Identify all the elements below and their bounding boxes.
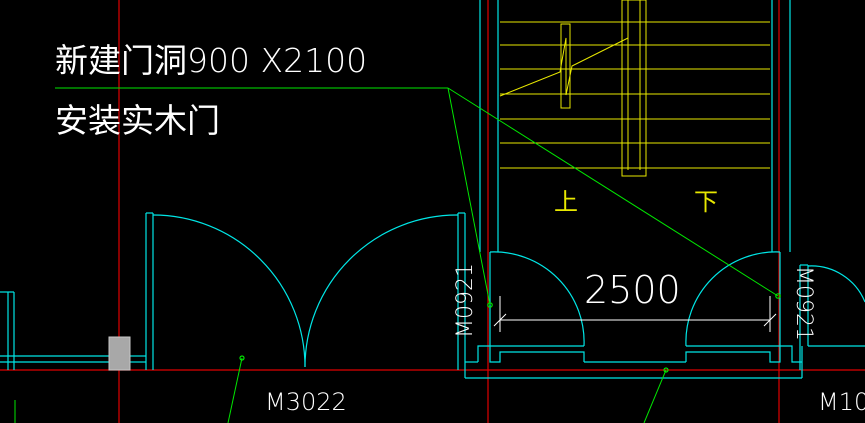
stair-center-handrail xyxy=(621,0,647,177)
walls xyxy=(0,0,865,379)
leader-points xyxy=(239,293,781,373)
door-arc-right-leaf xyxy=(304,214,459,368)
door-arc-partial-right xyxy=(807,265,865,303)
leader-lines xyxy=(14,87,779,423)
leader-to-left-door xyxy=(447,87,491,306)
door-tag-right-cut: M102 xyxy=(818,388,865,416)
leader-to-right-door xyxy=(447,87,779,297)
dimension-value: 2500 xyxy=(584,268,681,312)
door-arc-left-leaf xyxy=(152,214,306,368)
door-tag-right-small: M0921 xyxy=(791,266,816,341)
door-tag-left-small: M0921 xyxy=(453,263,478,338)
door-tag-main: M3022 xyxy=(265,388,347,416)
stair-up-label: 上 xyxy=(554,188,578,216)
annotation-line-1: 新建门洞900 X2100 xyxy=(55,41,367,80)
stair-down-label: 下 xyxy=(694,188,718,216)
dimension-line xyxy=(493,296,777,332)
annotation-line-2: 安装实木门 xyxy=(55,101,220,140)
door-arc-stair-left xyxy=(489,251,585,347)
door-swings xyxy=(152,214,865,368)
structural-column xyxy=(108,336,131,371)
door-arc-stair-right xyxy=(685,251,781,347)
staircase xyxy=(499,0,770,177)
